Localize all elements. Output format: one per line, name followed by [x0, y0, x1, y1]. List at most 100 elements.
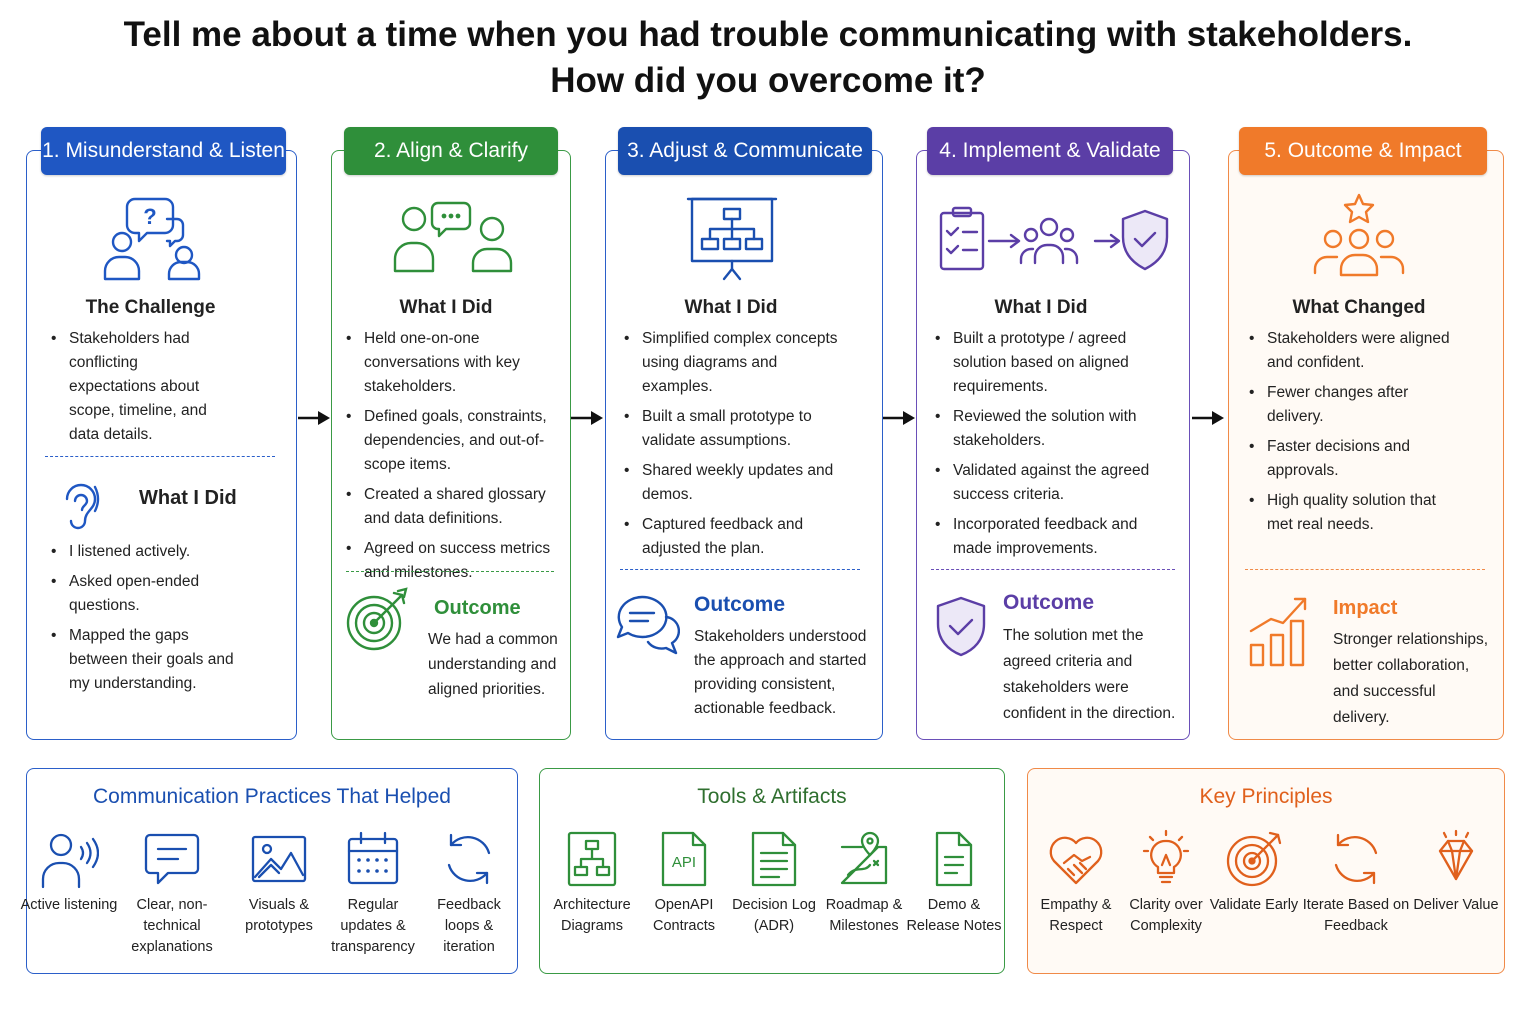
list-item: Built a small prototype to validate assu… — [616, 405, 852, 453]
outcome-text: We had a common understanding and aligne… — [428, 631, 558, 698]
tool-item: Decision Log (ADR) — [724, 829, 824, 937]
sub-section-title: What I Did — [139, 487, 237, 509]
actions-list: Simplified complex concepts using diagra… — [616, 327, 852, 567]
principles-panel: Key Principles Empathy & Respect Clarity… — [1027, 768, 1505, 974]
tool-label: Architecture Diagrams — [553, 897, 631, 934]
outcome-title: Outcome — [694, 593, 786, 616]
actions-list: I listened actively. Asked open-ended qu… — [43, 540, 243, 702]
shield-check-icon — [936, 596, 986, 657]
step-card-3: 3. Adjust & Communicate What I Did Simpl… — [605, 127, 883, 740]
presentation-board-icon — [686, 197, 778, 281]
tool-item: Architecture Diagrams — [542, 829, 642, 937]
tools-panel: Tools & Artifacts Architecture Diagrams … — [539, 768, 1005, 974]
list-item: Validated against the agreed success cri… — [927, 459, 1167, 507]
svg-text:?: ? — [143, 204, 156, 229]
list-item: Asked open-ended questions. — [43, 570, 243, 618]
outcome-title: Outcome — [1003, 591, 1095, 614]
tool-label: Roadmap & Milestones — [825, 897, 903, 934]
list-item: Stakeholders had conflicting expectation… — [43, 327, 223, 447]
principle-item: Validate Early — [1204, 829, 1304, 916]
tool-label: OpenAPI Contracts — [652, 897, 716, 934]
principle-item: Clarity over Complexity — [1116, 829, 1216, 937]
divider — [1245, 569, 1485, 570]
list-item: Simplified complex concepts using diagra… — [616, 327, 852, 399]
practice-item: Regular updates & transparency — [323, 829, 423, 958]
chat-bubbles-icon — [616, 595, 680, 655]
page-title: Tell me about a time when you had troubl… — [123, 15, 1413, 54]
refresh-icon — [447, 833, 491, 885]
actions-list: Built a prototype / agreed solution base… — [927, 327, 1167, 567]
list-item: Reviewed the solution with stakeholders. — [927, 405, 1167, 453]
list-item: Captured feedback and adjusted the plan. — [616, 513, 852, 561]
target-icon — [1226, 831, 1282, 887]
list-item: Stakeholders were aligned and confident. — [1241, 327, 1461, 375]
question-people-icon: ? — [103, 197, 201, 281]
list-item: Defined goals, constraints, dependencies… — [338, 405, 564, 477]
principle-label: Deliver Value — [1413, 897, 1499, 913]
tool-item: Roadmap & Milestones — [814, 829, 914, 937]
conversation-icon — [393, 201, 513, 273]
divider — [346, 571, 554, 572]
image-icon — [251, 835, 307, 883]
practice-label: Clear, non-technical explanations — [131, 897, 213, 955]
diamond-icon — [1438, 829, 1474, 881]
flow-arrow-icon — [298, 411, 330, 425]
chat-icon — [144, 833, 200, 885]
list-item: High quality solution that met real need… — [1241, 489, 1461, 537]
practice-label: Feedback loops & iteration — [437, 897, 501, 955]
flow-arrow-icon — [1192, 411, 1224, 425]
practice-label: Visuals & prototypes — [245, 897, 313, 934]
step-card-5: 5. Outcome & Impact What Changed Stakeho… — [1228, 127, 1504, 740]
tools-title: Tools & Artifacts — [697, 785, 847, 808]
list-item: Shared weekly updates and demos. — [616, 459, 852, 507]
section-title: The Challenge — [85, 297, 216, 318]
log-doc-icon — [751, 831, 797, 887]
divider — [620, 569, 860, 570]
flow-arrow-icon — [571, 411, 603, 425]
list-item: Incorporated feedback and made improveme… — [927, 513, 1167, 561]
calendar-icon — [347, 831, 399, 885]
section-title: What Changed — [1292, 297, 1426, 318]
practice-item: Visuals & prototypes — [229, 829, 329, 937]
practice-label: Regular updates & transparency — [331, 897, 415, 955]
list-item: Built a prototype / agreed solution base… — [927, 327, 1167, 399]
ear-icon — [65, 483, 100, 530]
list-item: Agreed on success metrics and milestones… — [338, 537, 564, 585]
step-tab-1: 1. Misunderstand & Listen — [41, 127, 286, 175]
principle-label: Validate Early — [1209, 897, 1299, 913]
divider — [45, 456, 275, 457]
list-item: Faster decisions and approvals. — [1241, 435, 1461, 483]
list-item: I listened actively. — [43, 540, 243, 564]
team-star-icon — [1313, 193, 1405, 277]
list-item: Fewer changes after delivery. — [1241, 381, 1461, 429]
actions-list: Held one-on-one conversations with key s… — [338, 327, 564, 591]
step-tab-5: 5. Outcome & Impact — [1239, 127, 1487, 175]
principle-label: Iterate Based on Feedback — [1302, 897, 1410, 934]
section-title: What I Did — [399, 297, 493, 318]
impact-text: Stronger relationships, better collabora… — [1333, 631, 1489, 726]
outcome-text: Stakeholders understood the approach and… — [694, 628, 867, 717]
notes-doc-icon — [935, 831, 973, 887]
outcome-title: Outcome — [434, 597, 521, 619]
api-doc-icon: API — [661, 831, 707, 887]
practices-title: Communication Practices That Helped — [93, 785, 451, 808]
list-item: Held one-on-one conversations with key s… — [338, 327, 564, 399]
tool-label: Demo & Release Notes — [906, 897, 1002, 934]
checklist-team-shield-icon — [939, 206, 1169, 271]
principle-label: Empathy & Respect — [1040, 897, 1112, 934]
step-card-4: 4. Implement & Validate What I Did Built… — [916, 127, 1190, 740]
target-icon — [346, 587, 408, 651]
section-title: What I Did — [994, 297, 1088, 318]
list-item: Created a shared glossary and data defin… — [338, 483, 564, 531]
roadmap-icon — [840, 831, 888, 885]
refresh-icon — [1334, 833, 1378, 885]
practice-item: Feedback loops & iteration — [419, 829, 519, 958]
list-item: Mapped the gaps between their goals and … — [43, 624, 243, 696]
principles-title: Key Principles — [1199, 785, 1333, 808]
section-title: What I Did — [684, 297, 778, 318]
impact-title: Impact — [1333, 597, 1398, 619]
practice-item: Clear, non-technical explanations — [121, 829, 223, 958]
flow-arrow-icon — [883, 411, 915, 425]
principle-item: Empathy & Respect — [1026, 829, 1126, 937]
practice-item: Active listening — [19, 829, 119, 916]
